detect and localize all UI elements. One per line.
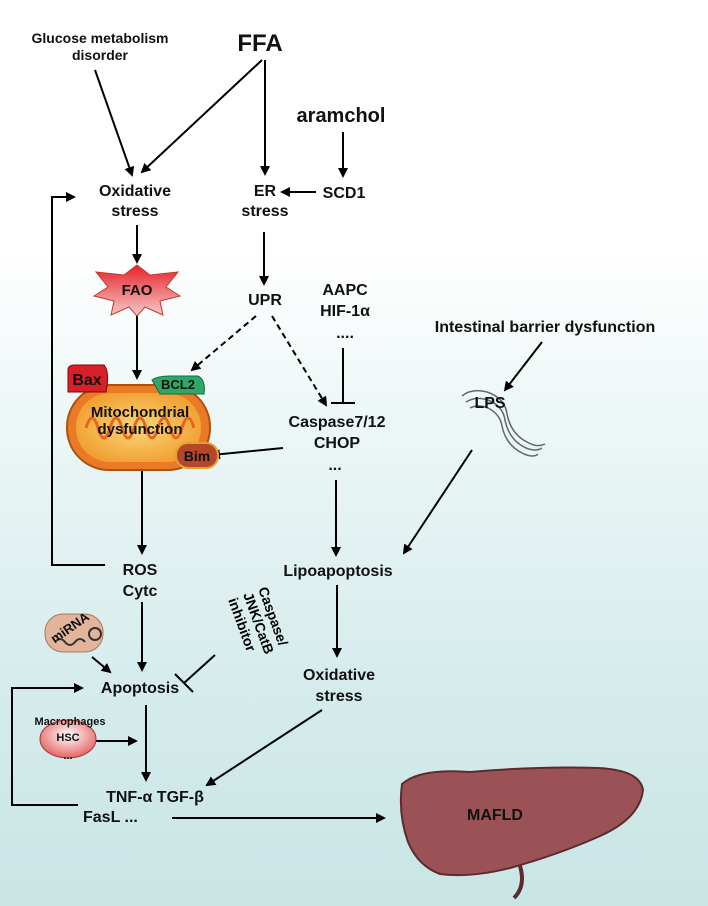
bax-protein-icon [67, 364, 109, 393]
oxidative-stress-bottom-label-1: Oxidative [302, 667, 376, 684]
bcl2-label: BCL2 [161, 377, 195, 392]
arrow-ffa-oxidative [140, 59, 263, 174]
oxidative-stress-bottom-label-2: stress [315, 688, 363, 705]
mafld-label: MAFLD [467, 807, 523, 824]
hif-label: HIF-1α [320, 303, 370, 320]
aapc-label: AAPC [322, 282, 368, 299]
oxidative-stress-top-label-1: Oxidative [98, 183, 172, 200]
arrow-lps-lipoapoptosis [402, 449, 473, 555]
tnf-label: TNF-α TGF-β [106, 789, 204, 806]
bim-protein-icon [175, 442, 219, 469]
intestinal-barrier-label: Intestinal barrier dysfunction [434, 319, 656, 336]
ffa-label: FFA [237, 30, 283, 57]
scd1-label: SCD1 [322, 185, 366, 202]
chop-label: CHOP [313, 435, 361, 452]
lps-label: LPS [474, 395, 506, 412]
ros-label: ROS [122, 562, 158, 579]
mito-label-2: dysfunction [97, 421, 183, 438]
macrophages-label: Macrophages [34, 716, 106, 728]
aramchol-label: aramchol [296, 105, 386, 127]
bax-label: Bax [72, 372, 102, 389]
inhibit-caspase-apoptosis [183, 654, 216, 684]
fasl-label: FasL ... [83, 809, 138, 826]
caspase-label: Caspase7/12 [288, 414, 386, 431]
oxidative-stress-top-label-2: stress [111, 203, 159, 220]
upr-label: UPR [248, 292, 282, 309]
arrow-tnf-apoptosis-loop [11, 683, 84, 806]
bcl2-protein-icon [151, 375, 205, 395]
hsc-label: HSC [56, 732, 80, 744]
er-stress-label-1: ER [253, 183, 277, 200]
arrow-glucose-oxidative [94, 69, 135, 177]
arrow-chop-bim [210, 447, 284, 460]
er-stress-label-2: stress [241, 203, 289, 220]
apoptosis-label: Apoptosis [100, 680, 180, 697]
fao-star-icon [92, 264, 182, 317]
fao-label: FAO [121, 282, 153, 299]
mitochondrion-icon [66, 384, 211, 471]
arrow-mirna-apoptosis [91, 656, 112, 674]
glucose-label-2: disorder [71, 47, 128, 63]
cytc-label: Cytc [122, 583, 158, 600]
lipoapoptosis-label: Lipoapoptosis [283, 563, 393, 580]
arrow-oxidative-tnf [205, 709, 323, 787]
arrow-upr-caspase [271, 315, 328, 407]
glucose-label-1: Glucose metabolism [31, 30, 169, 46]
arrow-upr-mito [190, 315, 257, 372]
macrophages-dots-label: ... [63, 750, 73, 762]
mirna-icon [44, 613, 104, 653]
inhibitor-dots-label: .... [336, 325, 354, 342]
liver-icon [399, 766, 645, 877]
arrow-ros-feedback [51, 192, 105, 566]
mito-label-1: Mitochondrial [90, 404, 190, 421]
hsc-cell-icon [39, 719, 97, 759]
arrow-intestinal-lps [503, 341, 543, 392]
chop-dots-label: ... [328, 457, 342, 474]
bim-label: Bim [183, 448, 211, 464]
lps-bacteria-icon [461, 389, 546, 457]
